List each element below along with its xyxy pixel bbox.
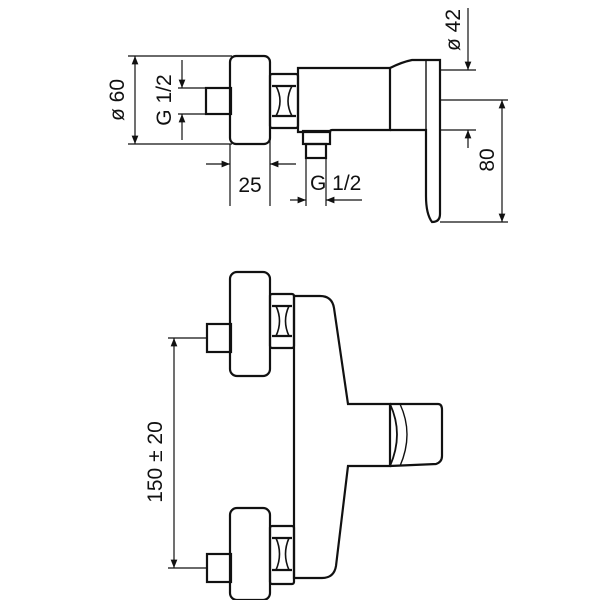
side-view [204, 54, 442, 224]
front-lever-handle [389, 402, 444, 468]
front-upper-flange [228, 270, 272, 378]
front-upper-inlet [205, 322, 233, 354]
label-dia-60: ø 60 [106, 79, 129, 121]
side-hex-nut [268, 72, 300, 130]
front-dimensions [168, 337, 208, 569]
label-dia-42: ø 42 [442, 9, 465, 51]
front-lower-nut [268, 524, 296, 586]
front-lower-inlet [205, 552, 233, 584]
side-mixer-body [296, 66, 392, 134]
label-25: 25 [238, 174, 261, 197]
label-g12-bottom: G 1/2 [310, 172, 361, 195]
front-lower-flange [228, 506, 272, 600]
label-80: 80 [476, 148, 499, 171]
side-dimensions [128, 8, 508, 223]
side-bottom-outlet [301, 129, 332, 160]
front-mixer-body [292, 294, 392, 580]
side-inlet-stub [204, 86, 233, 116]
label-g12-side: G 1/2 [153, 74, 176, 125]
front-view [205, 270, 444, 600]
side-lever-handle [389, 58, 442, 224]
label-150: 150 ± 20 [144, 421, 167, 503]
side-flange [228, 54, 272, 146]
front-upper-nut [268, 292, 296, 350]
